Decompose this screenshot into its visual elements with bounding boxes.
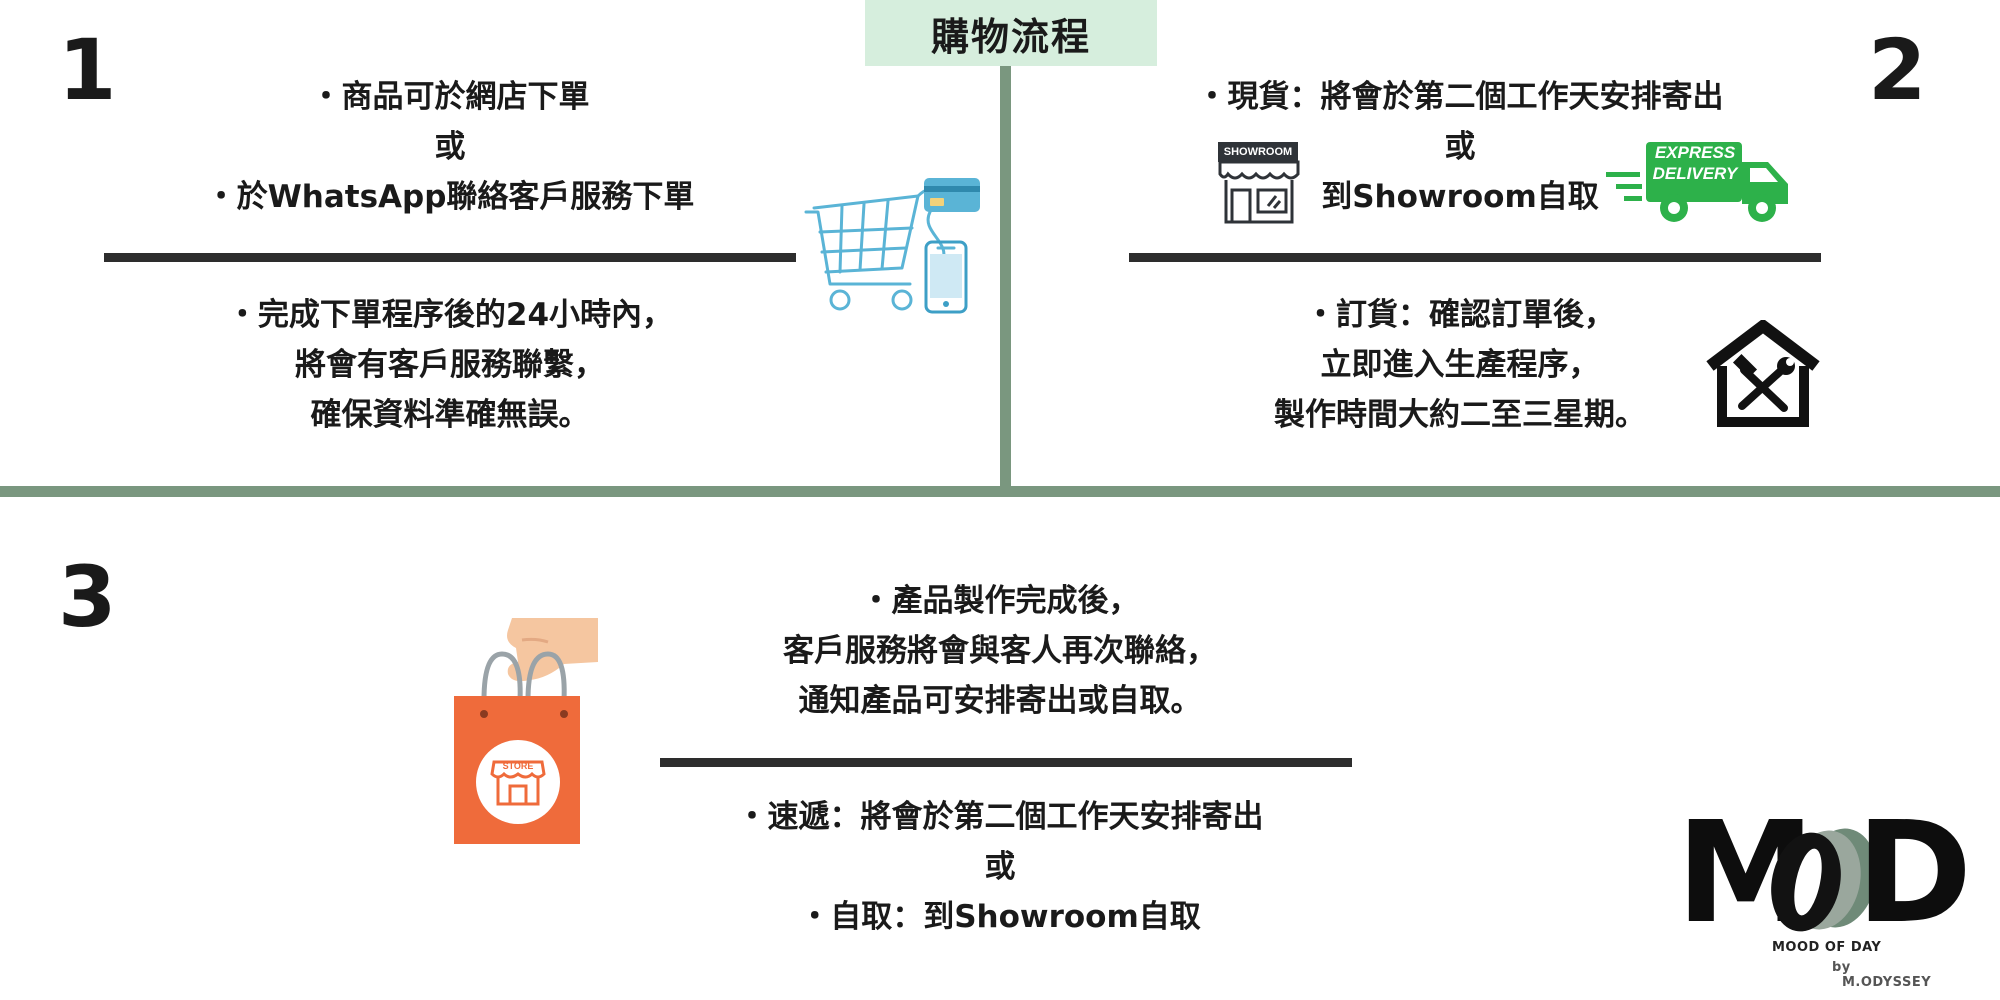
- step-1-bottom-line: ・完成下單程序後的24小時內，: [226, 297, 674, 333]
- showroom-sign-label: SHOWROOM: [1218, 142, 1298, 162]
- brand-logo: M D MOOD OF DAY by M.ODYSSEY: [1676, 804, 1972, 991]
- logo-letter-d: D: [1856, 792, 1973, 955]
- step-3-top-line: ・產品製作完成後，: [860, 583, 1140, 619]
- step-3-top-text: ・產品製作完成後， 客戶服務將會與客人再次聯絡， 通知產品可安排寄出或自取。: [650, 576, 1350, 726]
- page-title: 購物流程: [865, 0, 1157, 66]
- shopping-cart-icon: [804, 178, 980, 314]
- step-2-number: 2: [1868, 21, 1927, 119]
- step-2-bottom-line: ・訂貨：確認訂單後，: [1305, 297, 1615, 333]
- step-1-bottom-line: 確保資料準確無誤。: [310, 397, 590, 433]
- delivery-label: DELIVERY: [1652, 164, 1738, 183]
- vertical-divider: [1000, 66, 1011, 494]
- step-3-bottom-text: ・速遞：將會於第二個工作天安排寄出 或 ・自取：到Showroom自取: [650, 792, 1350, 942]
- logo-double-o-mark: [1771, 828, 1877, 932]
- step-2-bottom-line: 製作時間大約二至三星期。: [1274, 397, 1646, 433]
- step-1-top-line: ・商品可於網店下單: [310, 79, 590, 115]
- step-1-divider: [104, 253, 796, 262]
- step-3-divider: [660, 758, 1352, 767]
- logo-tagline: MOOD OF DAY: [1772, 940, 1882, 955]
- logo-by: by: [1832, 960, 1851, 975]
- step-2-top-line: 或: [1444, 129, 1476, 165]
- express-delivery-icon: EXPRESS DELIVERY: [1606, 138, 1796, 228]
- step-2-bottom-line: 立即進入生產程序，: [1320, 347, 1600, 383]
- logo-brand-name: M.ODYSSEY: [1842, 975, 1932, 990]
- step-2-bottom-text: ・訂貨：確認訂單後， 立即進入生產程序， 製作時間大約二至三星期。: [1110, 290, 1810, 440]
- step-1-bottom-text: ・完成下單程序後的24小時內， 將會有客戶服務聯繫， 確保資料準確無誤。: [100, 290, 800, 440]
- step-1-number: 1: [58, 21, 117, 119]
- workshop-icon: [1706, 320, 1820, 427]
- step-2-divider: [1129, 253, 1821, 262]
- step-1-bottom-line: 將會有客戶服務聯繫，: [295, 347, 605, 383]
- step-1-top-text: ・商品可於網店下單 或 ・於WhatsApp聯絡客戶服務下單: [100, 72, 800, 222]
- step-1-top-line: ・於WhatsApp聯絡客戶服務下單: [205, 179, 695, 215]
- step-2-top-line: 到Showroom自取: [1321, 179, 1599, 215]
- step-3-bottom-line: ・自取：到Showroom自取: [799, 899, 1201, 935]
- horizontal-divider: [0, 486, 2000, 497]
- step-3-bottom-line: 或: [984, 849, 1016, 885]
- express-label: EXPRESS: [1654, 143, 1736, 162]
- step-3-bottom-line: ・速遞：將會於第二個工作天安排寄出: [736, 799, 1264, 835]
- shopping-bag-icon: STORE: [452, 618, 598, 846]
- step-2-top-text: ・現貨：將會於第二個工作天安排寄出 或 到Showroom自取: [1110, 72, 1810, 222]
- step-3-top-line: 客戶服務將會與客人再次聯絡，: [783, 633, 1217, 669]
- step-2-top-line: ・現貨：將會於第二個工作天安排寄出: [1196, 79, 1724, 115]
- bag-store-label: STORE: [502, 761, 534, 771]
- step-1-top-line: 或: [434, 129, 466, 165]
- step-3-number: 3: [58, 548, 117, 646]
- step-3-top-line: 通知產品可安排寄出或自取。: [798, 683, 1202, 719]
- showroom-icon: SHOWROOM: [1216, 142, 1302, 226]
